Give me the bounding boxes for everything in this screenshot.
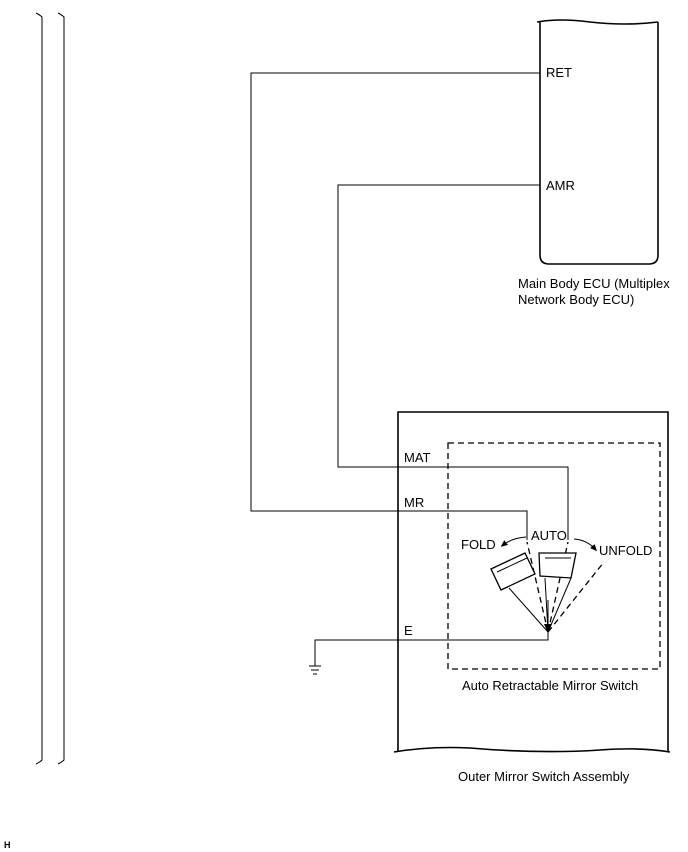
auto-retractable-mirror-switch-label: Auto Retractable Mirror Switch — [462, 678, 638, 693]
terminal-mr-label: MR — [404, 495, 424, 510]
main-body-ecu-box — [536, 19, 659, 265]
terminal-e-label: E — [404, 623, 413, 638]
ecu-name-line2: Network Body ECU) — [518, 292, 634, 307]
wire-ret-mr — [250, 72, 540, 540]
terminal-ret-label: RET — [546, 65, 572, 80]
ground-icon — [309, 665, 321, 675]
unfold-arrow-icon — [573, 538, 597, 552]
position-auto-label: AUTO — [531, 528, 567, 543]
footer-mark: H — [4, 840, 11, 850]
position-fold-label: FOLD — [461, 537, 496, 552]
position-unfold-label: UNFOLD — [599, 543, 652, 558]
wire-e-ground — [314, 632, 549, 666]
terminal-mat-label: MAT — [404, 450, 431, 465]
switch-lever-icon — [490, 541, 605, 633]
terminal-amr-label: AMR — [546, 178, 575, 193]
wire-amr-mat — [337, 184, 569, 540]
outer-mirror-switch-assembly-box — [393, 411, 671, 753]
left-bracket-inner — [57, 12, 65, 765]
ecu-name-line1: Main Body ECU (Multiplex — [518, 276, 670, 291]
outer-mirror-switch-assembly-label: Outer Mirror Switch Assembly — [458, 769, 630, 784]
fold-arrow-icon — [500, 536, 527, 547]
left-bracket-outer — [35, 12, 43, 765]
auto-retractable-mirror-switch-box — [447, 442, 661, 670]
